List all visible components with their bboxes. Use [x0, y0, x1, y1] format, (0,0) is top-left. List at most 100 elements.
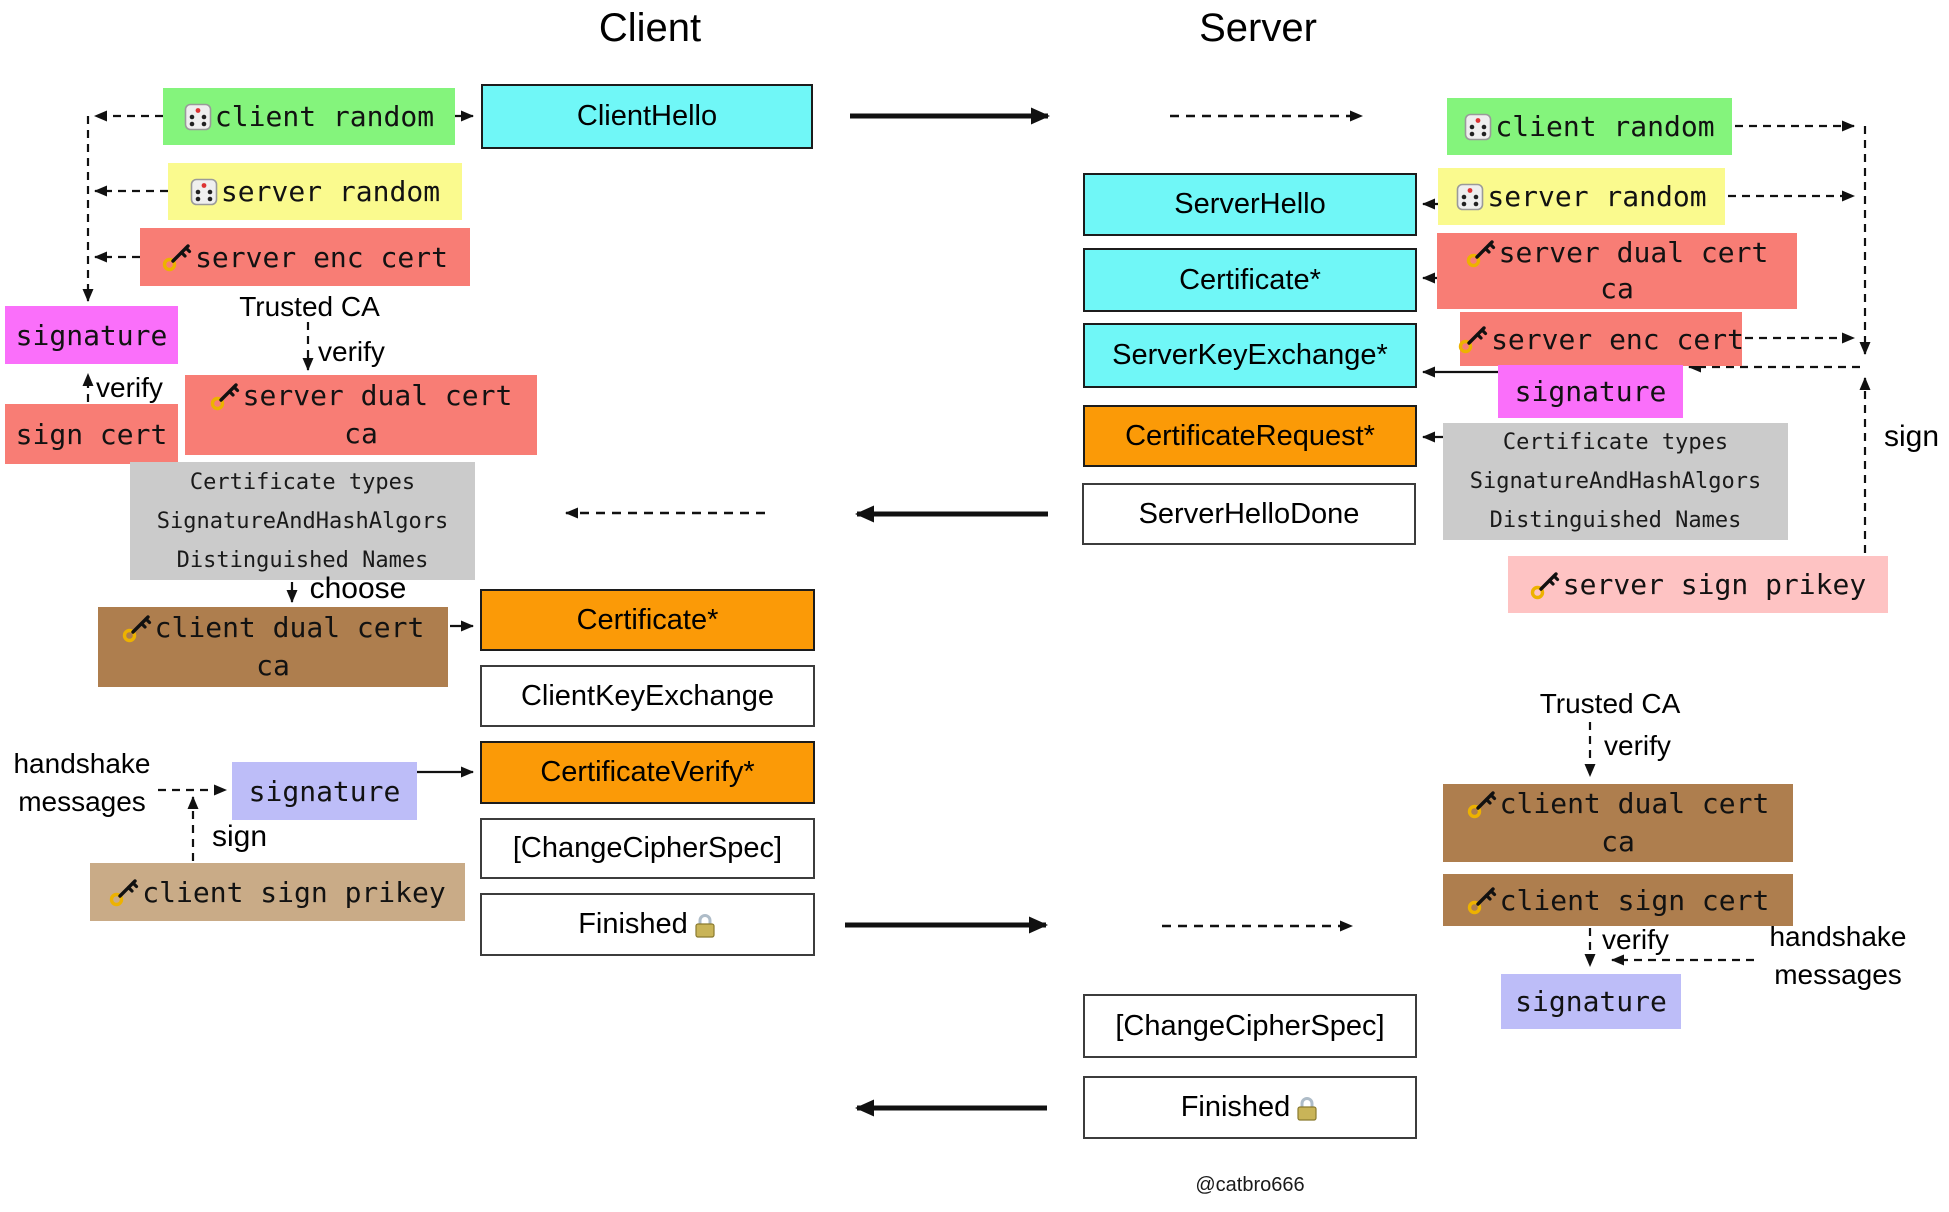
server-dual-cert-label: server dual cert [242, 379, 513, 412]
cert-types-label: Certificate types [189, 469, 416, 495]
sign-cert-label: sign cert [15, 417, 168, 451]
client-dashed-connectors [82, 110, 314, 861]
signature2-box-client: signature [232, 762, 417, 820]
client-dual-cert-ca-label: ca [256, 649, 290, 682]
server-hello-label: ServerHello [1174, 188, 1326, 220]
client-solid-connectors [417, 110, 474, 778]
client-random-label: client random [214, 100, 435, 133]
distinguished-names-label: Distinguished Names [176, 547, 429, 573]
trusted-ca-label-client: Trusted CA [239, 291, 380, 322]
server-finished-label: Finished [1180, 1091, 1291, 1123]
key-icon [162, 244, 192, 272]
lock-icon [1296, 1096, 1318, 1121]
dice-icon [190, 178, 218, 205]
server-enc-cert-label-server: server enc cert [1491, 322, 1744, 356]
distinguished-names-label-server: Distinguished Names [1489, 508, 1742, 533]
server-hello-box: ServerHello [1083, 173, 1417, 236]
cert-request-info-box-server: Certificate types SignatureAndHashAlgors… [1443, 423, 1788, 540]
client-change-cipher-spec-label: [ChangeCipherSpec] [512, 832, 783, 864]
verify-signature-label: verify [96, 372, 163, 403]
dice-icon [184, 103, 212, 130]
client-change-cipher-spec-box: [ChangeCipherSpec] [480, 818, 815, 879]
client-sign-prikey-box: client sign prikey [90, 863, 465, 921]
client-dual-cert-label-server: client dual cert [1499, 787, 1770, 820]
server-finished-box: Finished [1083, 1076, 1417, 1139]
server-change-cipher-spec-box: [ChangeCipherSpec] [1083, 994, 1417, 1058]
server-certificate-label: Certificate* [1179, 263, 1321, 296]
server-dual-cert-ca-label: ca [344, 417, 378, 450]
server-dashed-connectors [1584, 120, 1871, 967]
client-hello-box: ClientHello [481, 84, 813, 149]
signature-box-client: signature [5, 306, 178, 364]
client-random-box-server: client random [1447, 98, 1732, 155]
client-dual-cert-label: client dual cert [154, 611, 425, 644]
signature2-label: signature [248, 774, 401, 808]
client-sign-prikey-label: client sign prikey [142, 875, 446, 909]
server-sign-prikey-box: server sign prikey [1508, 556, 1888, 613]
signature-box-server: signature [1498, 365, 1683, 418]
sig-hash-algors-label-server: SignatureAndHashAlgors [1469, 469, 1762, 494]
client-finished-box: Finished [480, 893, 815, 956]
server-key-exchange-label: ServerKeyExchange* [1112, 339, 1388, 371]
client-dual-cert-line: client dual cert [122, 609, 425, 647]
messages-label-server: messages [1774, 959, 1902, 990]
client-title: Client [598, 6, 702, 50]
key-icon [1466, 240, 1495, 268]
choose-label: choose [309, 572, 407, 605]
server-random-label: server random [220, 175, 441, 208]
client-finished-label: Finished [578, 908, 688, 940]
server-dual-cert-ca-label-server: ca [1600, 272, 1634, 305]
server-random-box-server: server random [1438, 168, 1725, 225]
server-change-cipher-spec-label: [ChangeCipherSpec] [1115, 1009, 1385, 1042]
client-random-box: client random [163, 88, 455, 145]
transfer-arrows-dashed [565, 110, 1363, 932]
key-icon [110, 879, 139, 907]
verify-label-server-bottom: verify [1602, 924, 1669, 955]
client-certificate-label: Certificate* [576, 603, 719, 636]
handshake-label-client: handshake [13, 748, 151, 779]
client-hello-label: ClientHello [576, 100, 718, 132]
server-random-box: server random [168, 163, 462, 220]
verify-ca-label-server: verify [1604, 730, 1671, 761]
server-enc-cert-label: server enc cert [195, 240, 448, 274]
client-dual-cert-ca-label-server: ca [1601, 825, 1635, 858]
certificate-verify-label: CertificateVerify* [540, 756, 755, 788]
sig-hash-algors-label: SignatureAndHashAlgors [156, 508, 449, 534]
handshake-label-server: handshake [1769, 921, 1907, 952]
certificate-request-box: CertificateRequest* [1083, 405, 1417, 467]
key-icon [1530, 571, 1559, 599]
verify-ca-label-client: verify [318, 336, 385, 367]
server-enc-cert-box: server enc cert [140, 228, 470, 286]
signature-label-server: signature [1514, 375, 1667, 408]
client-sign-cert-box-server: client sign cert [1443, 874, 1793, 926]
certificate-request-label: CertificateRequest* [1125, 419, 1375, 452]
signature-label: signature [15, 318, 168, 352]
sign-cert-box: sign cert [5, 404, 178, 464]
client-random-label-server: client random [1495, 110, 1715, 143]
server-dual-cert-label-server: server dual cert [1498, 236, 1769, 269]
key-icon [122, 615, 151, 643]
signature2-label-server: signature [1515, 985, 1667, 1018]
server-dual-cert-box-server: server dual cert ca [1437, 233, 1797, 309]
server-enc-cert-box-server: server enc cert [1458, 312, 1744, 366]
server-certificate-box: Certificate* [1083, 248, 1417, 312]
client-dual-cert-line: client dual cert [1467, 785, 1770, 823]
server-dual-cert-line: server dual cert [1466, 235, 1769, 271]
key-icon [210, 383, 239, 411]
client-dual-cert-box-server: client dual cert ca [1443, 784, 1793, 862]
sign-label-client: sign [212, 820, 268, 853]
server-dual-cert-line: server dual cert [210, 377, 513, 415]
credit-text: @catbro666 [1195, 1174, 1305, 1196]
dice-icon [1457, 183, 1484, 210]
key-icon [1467, 887, 1496, 915]
server-key-exchange-box: ServerKeyExchange* [1083, 323, 1417, 388]
server-hello-done-box: ServerHelloDone [1082, 483, 1416, 545]
client-key-exchange-label: ClientKeyExchange [520, 679, 775, 712]
signature2-box-server: signature [1501, 974, 1681, 1029]
server-sign-prikey-label: server sign prikey [1562, 568, 1867, 601]
client-sign-cert-label-server: client sign cert [1499, 883, 1770, 917]
client-certificate-box: Certificate* [480, 589, 815, 651]
cert-types-label-server: Certificate types [1502, 430, 1729, 455]
